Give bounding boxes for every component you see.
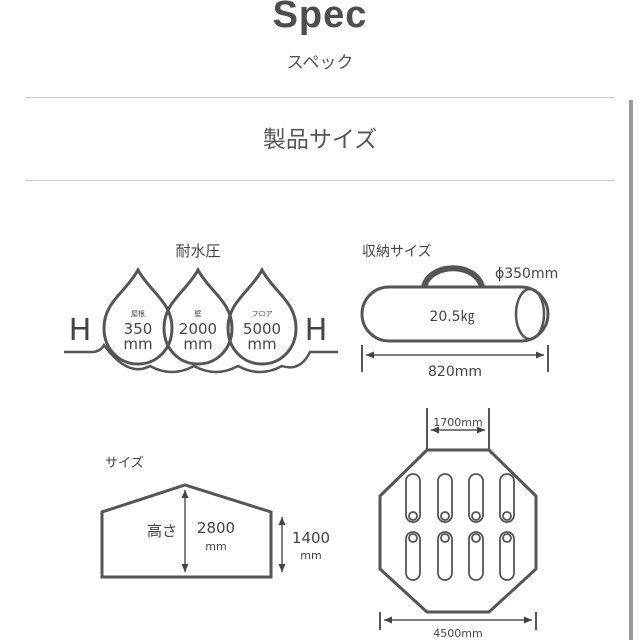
sleeping-bag-icon xyxy=(437,473,453,523)
tent-outline xyxy=(100,483,273,579)
height-unit: mm xyxy=(205,540,226,553)
drop-caption: 壁 xyxy=(195,309,202,318)
water-resistance-label: 耐水圧 xyxy=(175,242,220,260)
drop-roof xyxy=(102,266,174,366)
sleeping-bag-icon xyxy=(499,531,515,581)
sleeping-bag-icon xyxy=(468,531,484,581)
sleeping-bag-icon xyxy=(499,473,515,523)
drop-caption: フロア xyxy=(252,310,273,318)
drop-unit: mm xyxy=(183,335,212,353)
side-height-value: 1400 xyxy=(292,529,330,547)
floor-outline xyxy=(378,448,538,614)
divider-top xyxy=(25,97,615,98)
storage-weight: 20.5㎏ xyxy=(429,309,474,325)
page-subtitle: スペック xyxy=(286,53,354,73)
bag-end xyxy=(514,287,546,341)
storage-diameter: ϕ350mm xyxy=(495,266,558,282)
water-drops-diagram xyxy=(64,266,338,374)
size-label: サイズ xyxy=(105,455,144,471)
floor-plan-diagram xyxy=(378,408,538,630)
floor-top-width: 1700mm xyxy=(433,416,482,429)
section-title: 製品サイズ xyxy=(262,127,378,153)
tent-side-diagram xyxy=(100,483,286,579)
floor-bottom-width: 4500mm xyxy=(433,627,482,640)
bag-handle xyxy=(421,265,485,289)
sleeping-bag-icon xyxy=(405,473,421,523)
sleeping-bag-icon xyxy=(468,473,484,523)
drop-unit: mm xyxy=(247,335,276,353)
drop-caption: 屋根 xyxy=(131,309,145,318)
divider-bottom xyxy=(25,180,615,181)
drop-value: 2000 xyxy=(179,320,217,338)
height-label: 高さ xyxy=(147,522,177,540)
side-letter-right: H xyxy=(305,313,328,348)
drop-unit: mm xyxy=(123,335,152,353)
drop-value: 350 xyxy=(124,320,153,338)
storage-length: 820mm xyxy=(428,364,482,380)
sleeping-bag-icon xyxy=(405,531,421,581)
storage-bag-diagram xyxy=(360,265,550,372)
bag-body xyxy=(360,285,550,343)
height-value: 2800 xyxy=(197,519,235,537)
side-letter-left: H xyxy=(69,313,92,348)
drop-floor xyxy=(226,266,298,366)
drop-wall xyxy=(162,266,234,366)
drop-value: 5000 xyxy=(243,320,281,338)
page-title: Spec xyxy=(272,0,368,36)
sleeping-bag-icon xyxy=(437,531,453,581)
side-height-unit: mm xyxy=(300,549,321,562)
sleeping-bag-group xyxy=(405,473,515,581)
storage-label: 収納サイズ xyxy=(362,244,432,260)
scrollbar[interactable] xyxy=(629,100,633,640)
